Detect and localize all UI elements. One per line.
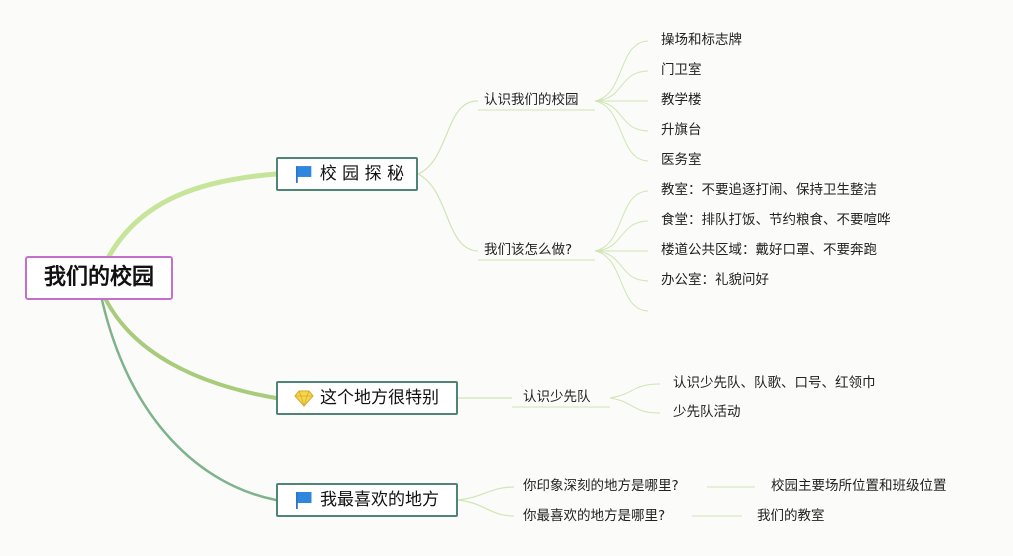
subtopic-young-pioneers[interactable]: 认识少先队 bbox=[523, 389, 591, 405]
item-link bbox=[594, 40, 649, 102]
diamond-icon bbox=[294, 390, 314, 408]
subtopic-favorite-place[interactable]: 你最喜欢的地方是哪里? bbox=[523, 508, 666, 524]
list-item[interactable]: 医务室 bbox=[661, 152, 702, 168]
branch-topic-label: 校 园 探 秘 bbox=[319, 163, 404, 184]
item-link bbox=[594, 100, 649, 162]
item-link bbox=[594, 100, 649, 132]
branch-link-1 bbox=[105, 171, 279, 261]
sub-link-1-1 bbox=[417, 100, 479, 175]
subtopic-know-campus[interactable]: 认识我们的校园 bbox=[484, 92, 579, 108]
branch-link-3 bbox=[100, 298, 278, 502]
list-item[interactable]: 楼道公共区域：戴好口罩、不要奔跑 bbox=[661, 242, 877, 258]
branch-topic-label: 这个地方很特别 bbox=[320, 387, 439, 408]
branch-topic-favorite-place[interactable]: 我最喜欢的地方 bbox=[276, 483, 458, 517]
item-link bbox=[609, 383, 661, 399]
list-item[interactable]: 办公室：礼貌问好 bbox=[661, 272, 769, 288]
list-item[interactable]: 少先队活动 bbox=[673, 404, 741, 420]
branch-link-2 bbox=[104, 298, 278, 400]
list-item[interactable]: 校园主要场所位置和班级位置 bbox=[771, 478, 947, 494]
item-link bbox=[609, 397, 661, 414]
flag-icon bbox=[295, 166, 312, 183]
list-item[interactable]: 操场和标志牌 bbox=[661, 32, 742, 48]
list-item[interactable]: 我们的教室 bbox=[757, 508, 825, 524]
sub-link-1-2 bbox=[417, 173, 479, 252]
subtopic-what-to-do[interactable]: 我们该怎么做? bbox=[484, 242, 573, 258]
item-link bbox=[594, 250, 649, 282]
root-topic[interactable]: 我们的校园 bbox=[25, 256, 173, 300]
sub-link-3-2 bbox=[457, 499, 515, 517]
list-item[interactable]: 升旗台 bbox=[661, 122, 702, 138]
list-item[interactable]: 门卫室 bbox=[661, 62, 702, 78]
sub-link-3-1 bbox=[457, 486, 515, 501]
branch-topic-campus-explore[interactable]: 校 园 探 秘 bbox=[276, 157, 418, 191]
item-link bbox=[594, 70, 649, 102]
branch-topic-special-place[interactable]: 这个地方很特别 bbox=[276, 381, 458, 415]
list-item[interactable]: 认识少先队、队歌、口号、红领巾 bbox=[673, 375, 876, 391]
subtopic-impressive-place[interactable]: 你印象深刻的地方是哪里? bbox=[523, 478, 679, 494]
list-item[interactable]: 教学楼 bbox=[661, 92, 702, 108]
item-link bbox=[594, 220, 649, 252]
list-item[interactable]: 教室：不要追逐打闹、保持卫生整洁 bbox=[661, 182, 877, 198]
list-item[interactable]: 食堂：排队打饭、节约粮食、不要喧哗 bbox=[661, 212, 891, 228]
flag-icon bbox=[296, 492, 312, 509]
item-link bbox=[594, 190, 649, 252]
item-link bbox=[594, 250, 649, 312]
branch-topic-label: 我最喜欢的地方 bbox=[320, 489, 439, 510]
